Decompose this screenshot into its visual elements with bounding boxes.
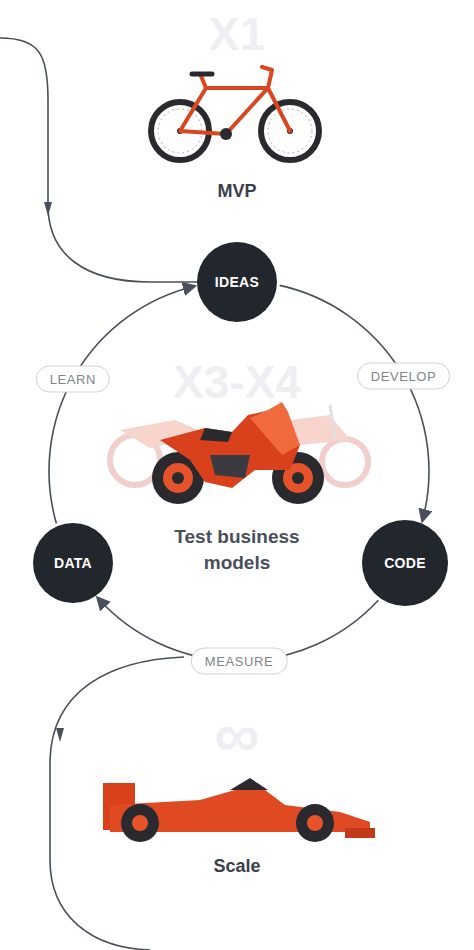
stage-circle: CODE <box>362 520 448 606</box>
cycle-arrow <box>49 286 194 523</box>
stage-title: MVP <box>217 179 256 203</box>
stage-circle: DATA <box>33 523 113 603</box>
node-text: DATA <box>54 555 92 571</box>
arrow-head <box>44 202 52 216</box>
stage-circle: IDEAS <box>197 242 277 322</box>
watermark: ∞ <box>214 692 260 778</box>
node-text: IDEAS <box>215 274 259 290</box>
stage-title: Test business models <box>152 524 322 575</box>
arrow-head <box>56 728 64 742</box>
stage-title: Scale <box>213 854 260 878</box>
node-text: CODE <box>384 555 426 571</box>
bicycle <box>151 67 319 160</box>
step-pill: DEVELOP <box>357 363 451 390</box>
step-pill: LEARN <box>36 365 110 392</box>
watermark: X1 <box>209 3 265 65</box>
cycle-arrow <box>280 285 429 520</box>
watermark: X3-X4 <box>173 351 301 413</box>
race-car <box>103 778 375 842</box>
step-pill: MEASURE <box>191 648 288 675</box>
motorcycle <box>152 402 324 504</box>
